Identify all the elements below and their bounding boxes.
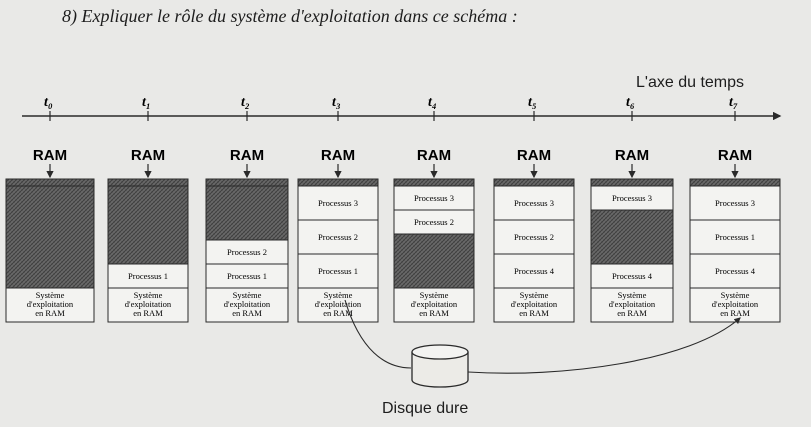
process-block bbox=[689, 219, 781, 255]
ram-top-band bbox=[590, 178, 674, 187]
free-memory-block bbox=[5, 185, 95, 289]
process-label: Processus 3 bbox=[612, 193, 652, 203]
free-memory-block bbox=[393, 233, 475, 289]
ram-label: RAM bbox=[131, 147, 165, 164]
ram-label: RAM bbox=[517, 147, 551, 164]
os-label: Système bbox=[420, 290, 449, 300]
os-block bbox=[5, 287, 95, 323]
os-block bbox=[493, 287, 575, 323]
os-block bbox=[590, 287, 674, 323]
process-label: Processus 1 bbox=[227, 271, 267, 281]
os-label: d'exploitation bbox=[609, 299, 656, 309]
process-label: Processus 3 bbox=[318, 198, 358, 208]
os-label: d'exploitation bbox=[125, 299, 172, 309]
time-label: t₄ bbox=[428, 95, 437, 110]
os-label: en RAM bbox=[35, 308, 65, 318]
os-label: en RAM bbox=[720, 308, 750, 318]
time-label: t₇ bbox=[729, 95, 738, 110]
os-block bbox=[297, 287, 379, 323]
os-label: Système bbox=[324, 290, 353, 300]
time-label: t₂ bbox=[241, 95, 250, 110]
process-label: Processus 2 bbox=[227, 247, 267, 257]
process-label: Processus 1 bbox=[128, 271, 168, 281]
process-label: Processus 3 bbox=[514, 198, 554, 208]
swap-in-curve bbox=[467, 317, 741, 374]
process-label: Processus 2 bbox=[514, 232, 554, 242]
os-label: en RAM bbox=[519, 308, 549, 318]
os-block bbox=[689, 287, 781, 323]
os-label: Système bbox=[233, 290, 262, 300]
os-label: Système bbox=[618, 290, 647, 300]
process-block bbox=[493, 185, 575, 221]
process-label: Processus 1 bbox=[715, 232, 755, 242]
process-block bbox=[689, 253, 781, 289]
process-block bbox=[590, 185, 674, 211]
process-label: Processus 3 bbox=[715, 198, 755, 208]
os-block bbox=[107, 287, 189, 323]
os-label: d'exploitation bbox=[315, 299, 362, 309]
time-label: t₆ bbox=[626, 95, 635, 110]
os-label: d'exploitation bbox=[411, 299, 458, 309]
os-label: Système bbox=[520, 290, 549, 300]
process-label: Processus 1 bbox=[318, 266, 358, 276]
ram-label: RAM bbox=[230, 147, 264, 164]
os-label: en RAM bbox=[232, 308, 262, 318]
process-label: Processus 2 bbox=[318, 232, 358, 242]
process-block bbox=[493, 219, 575, 255]
os-label: en RAM bbox=[419, 308, 449, 318]
disk-label: Disque dure bbox=[382, 400, 469, 417]
free-memory-block bbox=[205, 185, 289, 241]
ram-label: RAM bbox=[718, 147, 752, 164]
ram-top-band bbox=[493, 178, 575, 187]
process-block bbox=[393, 209, 475, 235]
time-label: t₀ bbox=[44, 95, 53, 110]
os-label: d'exploitation bbox=[511, 299, 558, 309]
ram-top-band bbox=[297, 178, 379, 187]
ram-label: RAM bbox=[321, 147, 355, 164]
ram-top-band bbox=[689, 178, 781, 187]
free-memory-block bbox=[590, 209, 674, 265]
os-label: d'exploitation bbox=[224, 299, 271, 309]
process-label: Processus 4 bbox=[612, 271, 653, 281]
os-label: Système bbox=[134, 290, 163, 300]
ram-label: RAM bbox=[33, 147, 67, 164]
os-block bbox=[205, 287, 289, 323]
time-label: t₁ bbox=[142, 95, 151, 110]
process-label: Processus 2 bbox=[414, 217, 454, 227]
free-memory-block bbox=[107, 185, 189, 265]
process-block bbox=[297, 253, 379, 289]
process-block bbox=[493, 253, 575, 289]
os-label: d'exploitation bbox=[27, 299, 74, 309]
ram-top-band bbox=[107, 178, 189, 187]
os-label: Système bbox=[36, 290, 65, 300]
disk-top bbox=[411, 344, 469, 360]
ram-top-band bbox=[5, 178, 95, 187]
os-label: en RAM bbox=[323, 308, 353, 318]
ram-label: RAM bbox=[615, 147, 649, 164]
os-label: en RAM bbox=[133, 308, 163, 318]
process-label: Processus 4 bbox=[715, 266, 756, 276]
os-block bbox=[393, 287, 475, 323]
os-label: Système bbox=[721, 290, 750, 300]
process-block bbox=[205, 263, 289, 289]
os-label: d'exploitation bbox=[712, 299, 759, 309]
time-axis-title: L'axe du temps bbox=[636, 74, 745, 91]
process-block bbox=[689, 185, 781, 221]
time-label: t₅ bbox=[528, 95, 537, 110]
ram-top-band bbox=[205, 178, 289, 187]
ram-top-band bbox=[393, 178, 475, 187]
time-label: t₃ bbox=[332, 95, 341, 110]
swap-out-curve bbox=[344, 299, 412, 369]
question-text: 8) Expliquer le rôle du système d'exploi… bbox=[62, 6, 518, 26]
os-label: en RAM bbox=[617, 308, 647, 318]
process-label: Processus 4 bbox=[514, 266, 555, 276]
process-block bbox=[297, 219, 379, 255]
process-label: Processus 3 bbox=[414, 193, 454, 203]
process-block bbox=[393, 185, 475, 211]
disk-body bbox=[411, 352, 469, 388]
ram-label: RAM bbox=[417, 147, 451, 164]
